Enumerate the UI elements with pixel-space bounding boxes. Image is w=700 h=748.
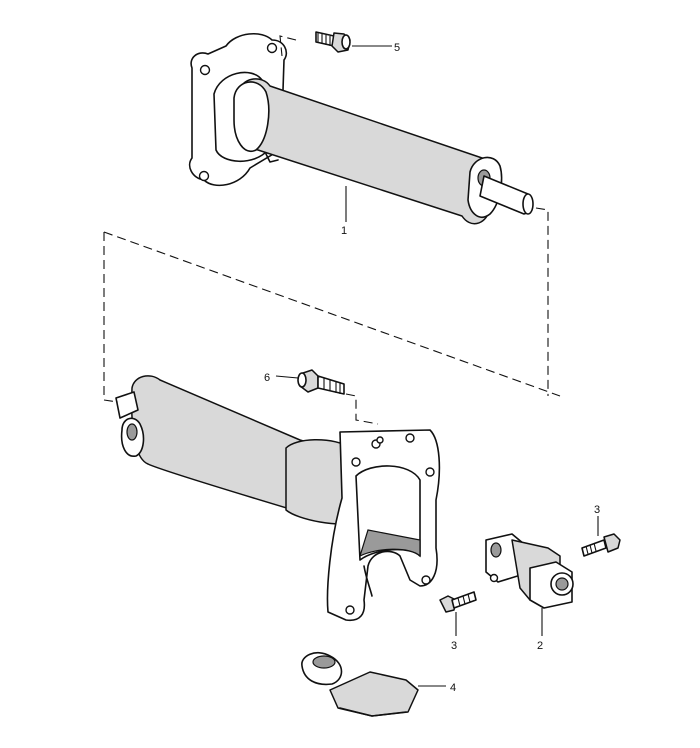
assembly-guide-lines: [103, 35, 561, 425]
part-5-flange-bolt: [315, 31, 351, 53]
callout-3-upper: 3: [594, 504, 600, 516]
callout-6: 6: [264, 372, 270, 384]
part-3-bolt-upper: [581, 533, 621, 557]
callout-3-lower: 3: [451, 640, 457, 652]
callout-5: 5: [394, 42, 400, 54]
part-1-upper-tube: [188, 33, 534, 225]
callout-1: 1: [341, 225, 347, 237]
part-6-housing-bolt: [297, 369, 345, 395]
callout-4: 4: [450, 682, 456, 694]
callout-2: 2: [537, 640, 543, 652]
part-3-bolt-lower: [439, 591, 477, 613]
part-2-bracket-block: [485, 533, 574, 609]
part-4-seal-pad: [301, 651, 419, 717]
leader-lines: [275, 45, 599, 687]
part-2-lower-tube-housing: [115, 375, 441, 622]
